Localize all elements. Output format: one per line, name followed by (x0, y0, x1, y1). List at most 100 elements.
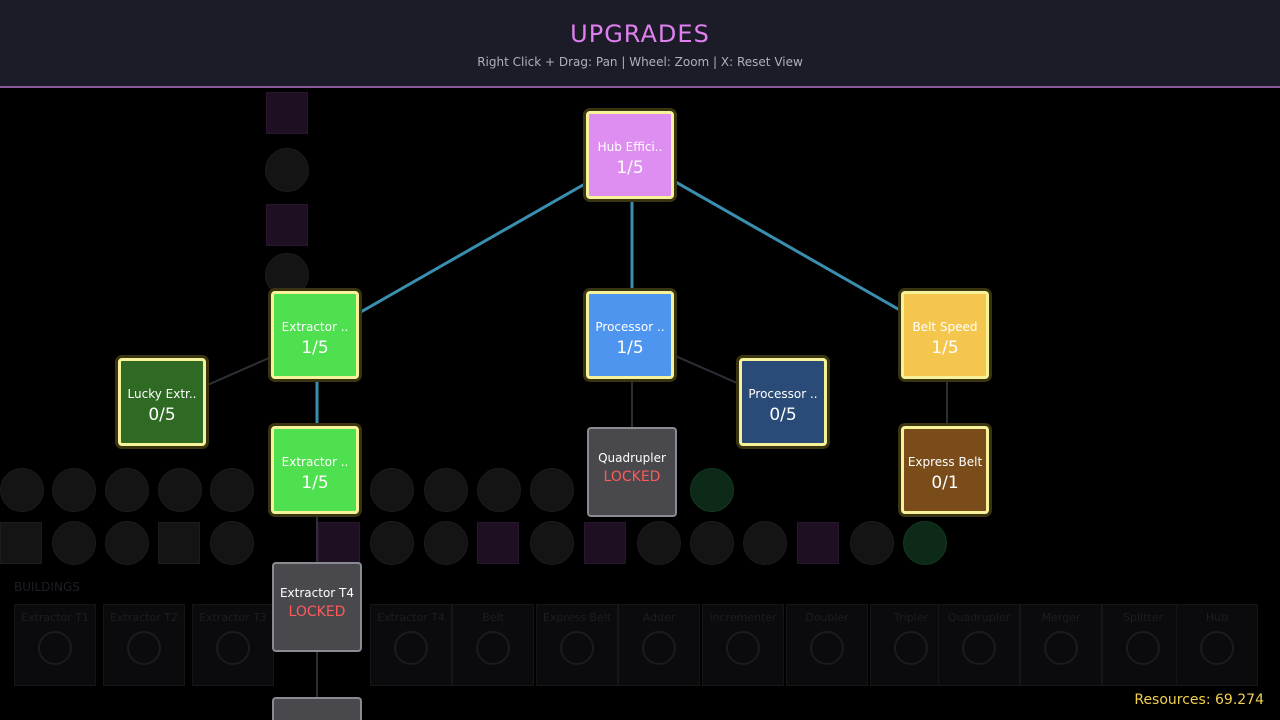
building-card: Extractor T1 (14, 604, 96, 686)
building-card: Doubler (786, 604, 868, 686)
building-icon (810, 631, 844, 665)
background-slot (424, 521, 468, 565)
building-icon (127, 631, 161, 665)
building-card: Express Belt (536, 604, 618, 686)
background-tile (797, 522, 839, 564)
upgrade-node-level: 1/5 (301, 473, 329, 493)
background-slot (850, 521, 894, 565)
building-card-label: Doubler (805, 611, 849, 624)
building-card: Adder (618, 604, 700, 686)
background-tile (266, 92, 308, 134)
background-slot (743, 521, 787, 565)
locked-node-offscreen[interactable] (272, 697, 362, 720)
building-card: Extractor T4 (370, 604, 452, 686)
locked-node-quadrupler[interactable]: Quadrupler LOCKED (587, 427, 677, 517)
building-card: Incrementer (702, 604, 784, 686)
upgrade-node-name: Extractor .. (281, 320, 349, 334)
upgrade-node-express-belt[interactable]: Express Belt 0/1 (901, 426, 989, 514)
locked-node-name: Extractor T4 (279, 586, 355, 600)
background-tile (584, 522, 626, 564)
building-card-label: Splitter (1123, 611, 1163, 624)
building-icon (216, 631, 250, 665)
background-slot (52, 468, 96, 512)
upgrade-node-name: Extractor .. (281, 455, 349, 469)
building-card: Extractor T3 (192, 604, 274, 686)
building-icon (1200, 631, 1234, 665)
building-card-label: Extractor T3 (199, 611, 267, 624)
background-tile (318, 522, 360, 564)
resources-counter: Resources: 69.274 (1134, 692, 1264, 708)
background-slot (903, 521, 947, 565)
building-icon (394, 631, 428, 665)
building-card: Belt (452, 604, 534, 686)
upgrade-node-name: Express Belt (907, 455, 983, 469)
background-slot (158, 468, 202, 512)
building-card: Splitter (1102, 604, 1184, 686)
upgrade-node-level: 0/1 (931, 473, 959, 493)
upgrade-node-extractor-speed[interactable]: Extractor .. 1/5 (271, 291, 359, 379)
building-card: Merger (1020, 604, 1102, 686)
header-bar: UPGRADES Right Click + Drag: Pan | Wheel… (0, 0, 1280, 88)
building-card: Quadrupler (938, 604, 1020, 686)
upgrade-node-name: Hub Effici.. (597, 140, 663, 154)
building-card-label: Extractor T4 (377, 611, 445, 624)
upgrade-node-level: 0/5 (769, 405, 797, 425)
upgrade-node-extractor-upgrade[interactable]: Extractor .. 1/5 (271, 426, 359, 514)
building-card-label: Hub (1205, 611, 1229, 624)
background-slot (530, 521, 574, 565)
building-card-label: Incrementer (709, 611, 777, 624)
building-icon (642, 631, 676, 665)
upgrade-node-name: Lucky Extr.. (127, 387, 197, 401)
background-slot (370, 521, 414, 565)
locked-status: LOCKED (603, 469, 661, 485)
building-card-label: Belt (482, 611, 504, 624)
locked-node-extractor-t4[interactable]: Extractor T4 LOCKED (272, 562, 362, 652)
background-slot (52, 521, 96, 565)
building-icon (962, 631, 996, 665)
background-slot (637, 521, 681, 565)
page-title: UPGRADES (570, 20, 710, 48)
background-slot (370, 468, 414, 512)
background-slot (210, 468, 254, 512)
upgrade-node-name: Processor .. (595, 320, 665, 334)
background-slot (105, 521, 149, 565)
background-slot (210, 521, 254, 565)
building-card-label: Extractor T2 (110, 611, 178, 624)
upgrade-node-processor-speed[interactable]: Processor .. 1/5 (586, 291, 674, 379)
upgrade-node-level: 0/5 (148, 405, 176, 425)
upgrade-node-level: 1/5 (931, 338, 959, 358)
connection-line (316, 155, 633, 339)
background-layer: BUILDINGS Extractor T1 Extractor T2 Extr… (0, 90, 1280, 720)
locked-node-name: Quadrupler (598, 451, 666, 465)
building-card-label: Adder (642, 611, 676, 624)
building-card-label: Tripler (893, 611, 928, 624)
connection-line (631, 155, 948, 339)
building-card-label: Extractor T1 (21, 611, 89, 624)
upgrade-node-level: 1/5 (616, 158, 644, 178)
background-slot (424, 468, 468, 512)
upgrade-node-lucky-extractor[interactable]: Lucky Extr.. 0/5 (118, 358, 206, 446)
upgrade-node-hub-efficiency[interactable]: Hub Effici.. 1/5 (586, 111, 674, 199)
background-slot (530, 468, 574, 512)
building-card-label: Quadrupler (947, 611, 1011, 624)
background-tile (0, 522, 42, 564)
upgrade-node-name: Belt Speed (912, 320, 978, 334)
background-slot (105, 468, 149, 512)
building-icon (1044, 631, 1078, 665)
upgrade-node-processor-upgrade[interactable]: Processor .. 0/5 (739, 358, 827, 446)
building-icon (560, 631, 594, 665)
building-icon (38, 631, 72, 665)
background-slot (265, 148, 309, 192)
background-slot (690, 468, 734, 512)
building-icon (726, 631, 760, 665)
locked-status: LOCKED (288, 604, 346, 620)
building-icon (894, 631, 928, 665)
building-card-label: Express Belt (542, 611, 612, 624)
upgrade-node-level: 1/5 (301, 338, 329, 358)
background-slot (0, 468, 44, 512)
background-tile (477, 522, 519, 564)
upgrade-node-level: 1/5 (616, 338, 644, 358)
building-icon (476, 631, 510, 665)
upgrade-node-belt-speed[interactable]: Belt Speed 1/5 (901, 291, 989, 379)
upgrade-node-name: Processor .. (748, 387, 818, 401)
